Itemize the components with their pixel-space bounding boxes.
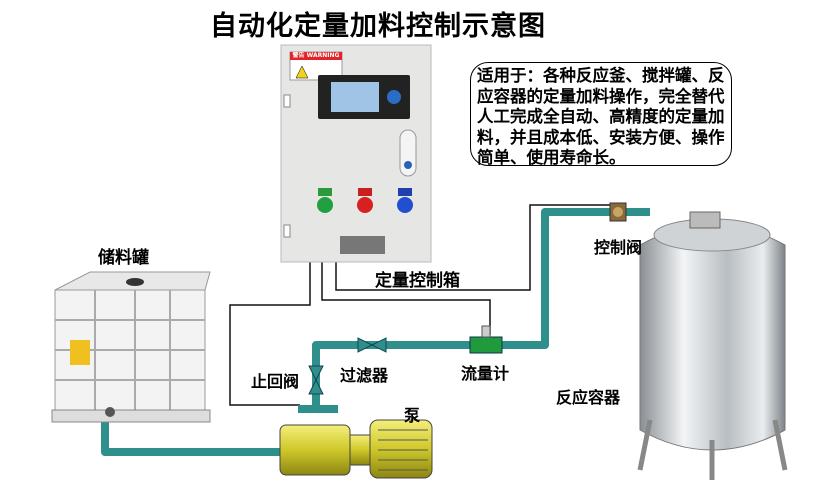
storage-tank-graphic — [51, 271, 211, 423]
label-control-valve: 控制阀 — [594, 238, 643, 257]
control-box-graphic — [280, 44, 432, 263]
label-filter: 过滤器 — [340, 366, 389, 385]
pump-graphic — [279, 405, 433, 479]
page-title: 自动化定量加料控制示意图 — [210, 11, 546, 42]
label-pump: 泵 — [404, 406, 421, 425]
reactor-graphic — [637, 211, 788, 480]
warning-sign-text: 警告 WARNING — [292, 52, 340, 59]
filter-graphic — [357, 337, 387, 353]
flow-meter-graphic — [469, 325, 503, 354]
description-callout: 适用于：各种反应釜、搅拌罐、反应容器的定量加料操作，完全替代人工完成全自动、高精… — [470, 62, 732, 167]
check-valve-graphic — [308, 365, 324, 395]
label-flow-meter: 流量计 — [461, 364, 510, 383]
label-reactor: 反应容器 — [556, 388, 621, 407]
label-storage-tank: 储料罐 — [98, 248, 149, 268]
label-control-box: 定量控制箱 — [375, 271, 460, 291]
control-wires — [229, 204, 612, 406]
control-valve-graphic — [609, 202, 627, 222]
label-check-valve: 止回阀 — [251, 372, 300, 391]
